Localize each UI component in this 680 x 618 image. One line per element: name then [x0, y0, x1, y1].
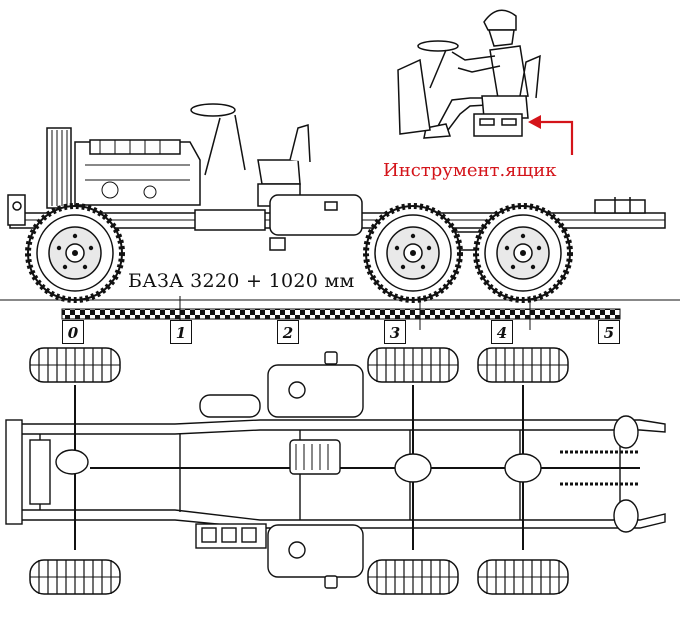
- front-wheel: [28, 206, 122, 300]
- top-rear-right-wheel: [477, 559, 569, 595]
- middle-wheel: [366, 206, 460, 300]
- scale-mark-1: 1: [170, 320, 192, 344]
- scale-mark-0: 0: [62, 320, 84, 344]
- scale-bar: [0, 296, 680, 330]
- scale-mark-4: 4: [491, 320, 513, 344]
- top-middle-right-wheel: [367, 559, 459, 595]
- top-front-right-wheel: [29, 559, 121, 595]
- top-front-left-wheel: [29, 347, 121, 383]
- wheelbase-label: БАЗА 3220 + 1020 мм: [128, 270, 355, 292]
- scale-mark-5: 5: [598, 320, 620, 344]
- tool-box-label: Инструмент.ящик: [383, 160, 557, 181]
- top-rear-left-wheel: [477, 347, 569, 383]
- driver-figure: [397, 9, 541, 139]
- chassis-top-view: [5, 351, 666, 589]
- rear-wheel: [476, 206, 570, 300]
- top-middle-left-wheel: [367, 347, 459, 383]
- scale-mark-3: 3: [384, 320, 406, 344]
- arrow-icon: [528, 115, 574, 155]
- scale-mark-2: 2: [277, 320, 299, 344]
